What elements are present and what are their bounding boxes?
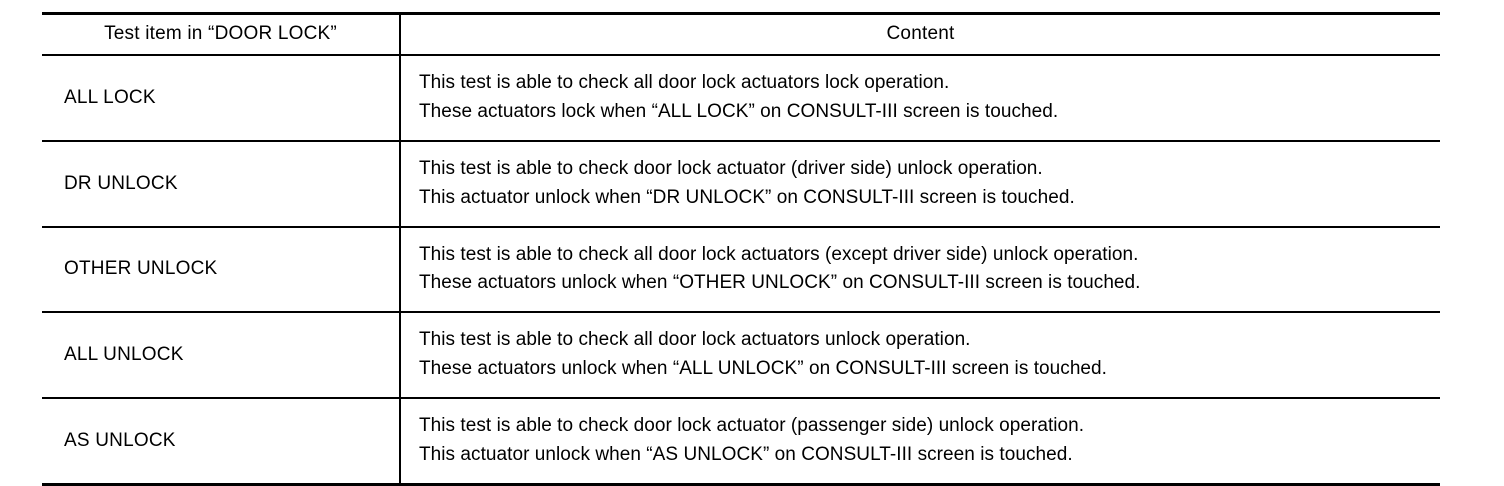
cell-test-item: OTHER UNLOCK xyxy=(42,226,401,314)
table-row: ALL UNLOCK This test is able to check al… xyxy=(42,312,1440,399)
table-row: OTHER UNLOCK This test is able to check … xyxy=(42,226,1440,314)
cell-content: This test is able to check all door lock… xyxy=(400,226,1440,314)
column-header-content: Content xyxy=(400,13,1440,56)
cell-test-item: ALL UNLOCK xyxy=(42,312,401,399)
cell-test-item: DR UNLOCK xyxy=(42,140,401,228)
table-header: Test item in “DOOR LOCK” Content xyxy=(42,13,1440,56)
content-line: This test is able to check all door lock… xyxy=(419,243,1139,265)
content-line: This actuator unlock when “AS UNLOCK” on… xyxy=(419,443,1073,465)
content-line: This test is able to check all door lock… xyxy=(419,72,950,93)
content-line: These actuators lock when “ALL LOCK” on … xyxy=(419,100,1059,122)
content-line: These actuators unlock when “OTHER UNLOC… xyxy=(419,272,1141,294)
cell-content: This test is able to check door lock act… xyxy=(400,398,1440,484)
content-line: This test is able to check all door lock… xyxy=(419,329,971,351)
spec-table-container: Test item in “DOOR LOCK” Content ALL LOC… xyxy=(42,12,1440,486)
cell-test-item: AS UNLOCK xyxy=(42,398,401,485)
content-line: This test is able to check door lock act… xyxy=(419,415,1085,436)
door-lock-active-test-table: Test item in “DOOR LOCK” Content ALL LOC… xyxy=(42,12,1440,486)
content-line: This test is able to check door lock act… xyxy=(419,157,1043,179)
table-row: AS UNLOCK This test is able to check doo… xyxy=(42,398,1440,485)
header-row: Test item in “DOOR LOCK” Content xyxy=(42,13,1440,56)
cell-content: This test is able to check all door lock… xyxy=(400,55,1440,142)
content-line: These actuators unlock when “ALL UNLOCK”… xyxy=(419,358,1107,380)
column-header-test-item: Test item in “DOOR LOCK” xyxy=(42,13,401,56)
content-line: This actuator unlock when “DR UNLOCK” on… xyxy=(419,186,1075,208)
table-row: DR UNLOCK This test is able to check doo… xyxy=(42,140,1440,228)
cell-content: This test is able to check all door lock… xyxy=(400,312,1440,399)
cell-content: This test is able to check door lock act… xyxy=(400,140,1440,228)
document-page: Test item in “DOOR LOCK” Content ALL LOC… xyxy=(42,12,1440,486)
table-body: ALL LOCK This test is able to check all … xyxy=(42,55,1440,485)
table-row: ALL LOCK This test is able to check all … xyxy=(42,55,1440,142)
cell-test-item: ALL LOCK xyxy=(42,55,401,142)
